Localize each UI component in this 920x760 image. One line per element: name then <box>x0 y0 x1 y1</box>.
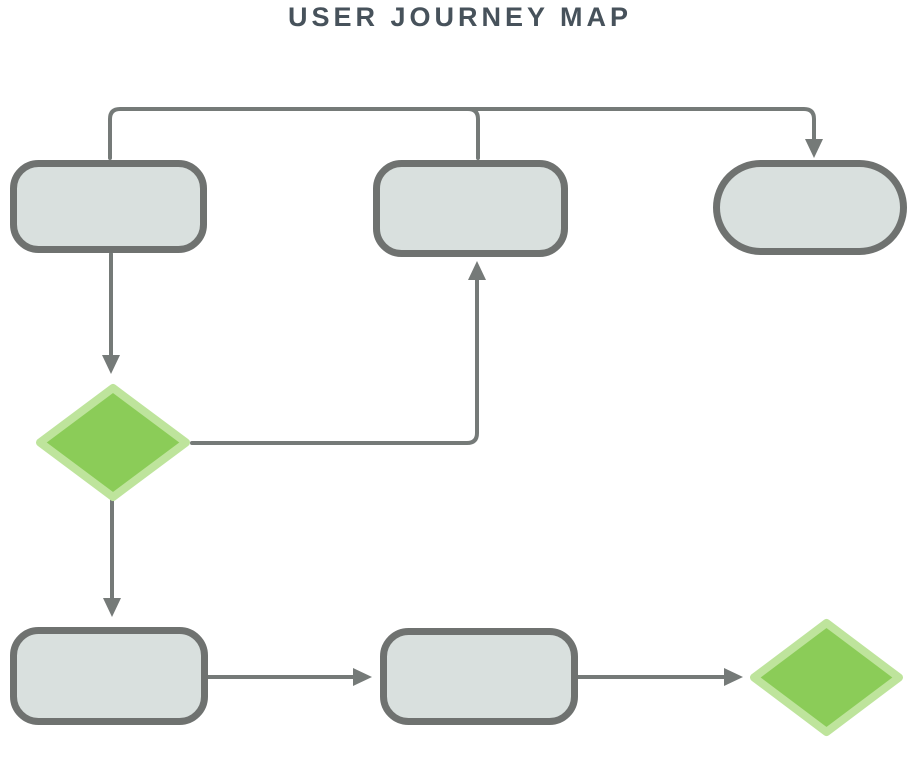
arrowhead-right-decision2 <box>724 668 743 686</box>
connector-stage1-to-stage3 <box>108 107 816 160</box>
flow-node-stage-1 <box>10 160 207 253</box>
node-group <box>10 160 907 736</box>
flow-node-stage-3-stadium <box>713 160 907 255</box>
flow-node-stage-2 <box>373 160 568 257</box>
connector-branch-to-stage2 <box>466 107 480 160</box>
arrowhead-right-stage5 <box>353 668 372 686</box>
arrowhead-down-stage3 <box>805 139 823 158</box>
arrowhead-down-decision1 <box>102 355 120 374</box>
flow-node-decision-2 <box>750 619 903 736</box>
flow-node-stage-5 <box>380 628 578 725</box>
flow-node-stage-4 <box>10 627 208 725</box>
arrowhead-down-stage4 <box>103 598 121 617</box>
connector-group <box>102 107 823 686</box>
connector-decision1-to-stage2 <box>190 276 479 445</box>
arrowhead-up-stage2 <box>468 261 486 280</box>
page-title: USER JOURNEY MAP <box>287 2 633 32</box>
flow-node-decision-1 <box>36 384 190 501</box>
